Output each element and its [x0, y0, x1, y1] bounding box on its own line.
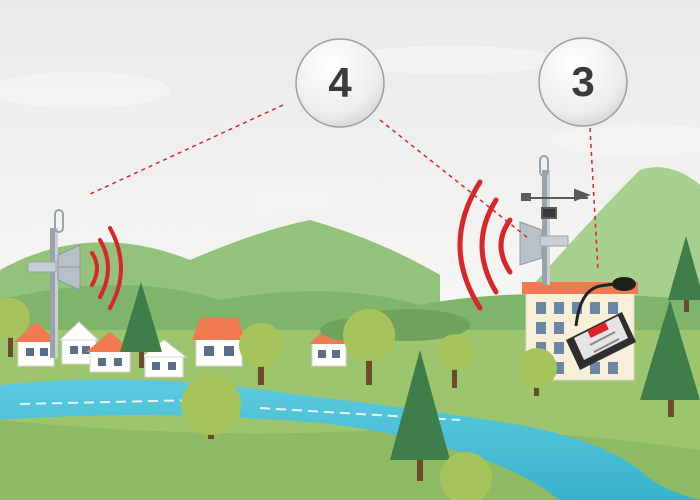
river: [0, 379, 700, 500]
village-houses: [14, 318, 349, 378]
antenna-mast-icon: [27, 209, 81, 358]
radio-wave-icon: [457, 179, 513, 311]
clouds: [0, 46, 700, 254]
round-tree: [517, 348, 557, 396]
antenna-mast-icon: [519, 155, 569, 285]
round-tree: [181, 375, 241, 439]
callout-badge-3: 3: [538, 37, 628, 127]
round-tree: [0, 298, 30, 357]
pine-tree: [668, 236, 700, 312]
pine-tree: [640, 300, 700, 417]
house: [192, 318, 246, 367]
round-tree: [440, 452, 492, 500]
trees: [0, 236, 700, 500]
round-tree: [343, 309, 395, 385]
pine-tree: [120, 282, 162, 368]
microphone-icon: [574, 277, 636, 327]
callout-label: 3: [571, 58, 594, 105]
callout-badge-4: 4: [295, 38, 385, 128]
round-tree: [239, 323, 283, 385]
callout-label: 4: [328, 59, 352, 106]
weather-station-icon: [521, 188, 591, 219]
house: [140, 339, 188, 378]
callout-lines: [87, 104, 599, 271]
transmitter-device-icon: [566, 312, 636, 370]
round-tree: [437, 334, 473, 388]
radio-wave-icon: [90, 226, 123, 310]
pine-tree: [390, 350, 450, 481]
